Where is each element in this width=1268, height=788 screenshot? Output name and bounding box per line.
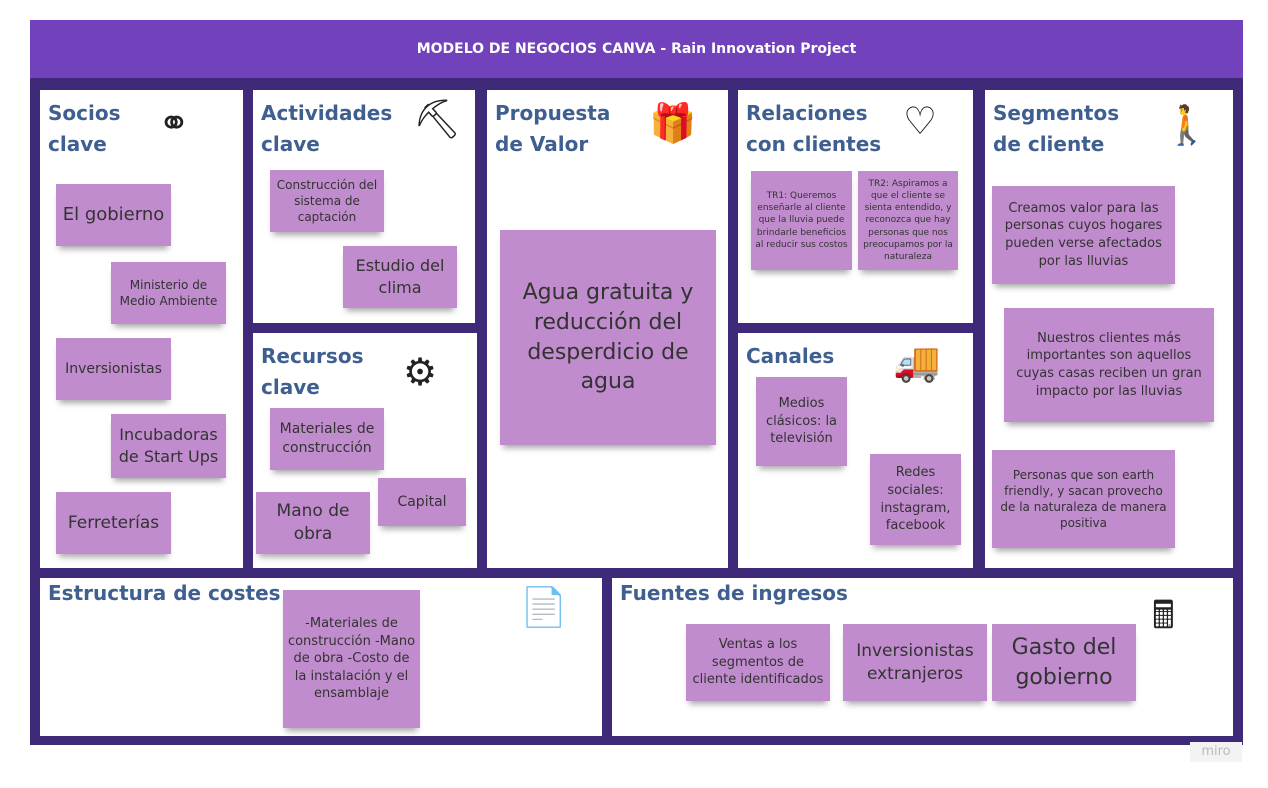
sticky-note[interactable]: Estudio del clima [343,246,457,308]
miro-watermark: miro [1190,742,1242,762]
panel-title: Canales [746,344,835,368]
chain-rings-icon: ⚭ [158,101,190,145]
sticky-note[interactable]: Nuestros clientes más importantes son aq… [1004,308,1214,422]
panel-title: Fuentes de ingresos [620,581,848,605]
panel-title: Estructura de costes [48,581,281,605]
heart-icon: ♡ [903,99,938,143]
panel-title: Relaciones con clientes [746,101,882,156]
sticky-note[interactable]: Inversionistas extranjeros [843,624,987,701]
panel-socios-clave: Socios clave ⚭ [40,90,243,568]
sticky-note[interactable]: Agua gratuita y reducción del desperdici… [500,230,716,445]
panel-title: Segmentos de cliente [993,101,1120,156]
cash-register-icon: 🖩 [1152,593,1175,637]
sticky-note[interactable]: -Materiales de construcción -Mano de obr… [283,590,420,728]
board-title: MODELO DE NEGOCIOS CANVA - Rain Innovati… [416,41,857,57]
board-header: MODELO DE NEGOCIOS CANVA - Rain Innovati… [30,20,1243,78]
sticky-note[interactable]: TR2: Aspiramos a que el cliente se sient… [858,171,958,270]
sticky-note[interactable]: Incubadoras de Start Ups [111,414,226,478]
sticky-note[interactable]: Redes sociales: instagram, facebook [870,454,961,545]
panel-title: Socios clave [48,101,121,156]
sticky-note[interactable]: Ventas a los segmentos de cliente identi… [686,624,830,701]
worker-icon: ⛏ [413,97,462,141]
sticky-note[interactable]: Ministerio de Medio Ambiente [111,262,226,324]
gift-icon: 🎁 [649,101,697,145]
sticky-note[interactable]: Mano de obra [256,492,370,554]
panel-title: Recursos clave [261,344,364,399]
document-icon: 📄 [520,585,568,629]
sticky-note[interactable]: Creamos valor para las personas cuyos ho… [992,186,1175,284]
panel-title: Actividades clave [261,101,393,156]
sticky-note[interactable]: Materiales de construcción [270,408,384,470]
worker-machine-icon: ⚙ [403,350,438,394]
sticky-note[interactable]: Ferreterías [56,492,171,554]
panel-title: Propuesta de Valor [495,101,611,156]
sticky-note[interactable]: Inversionistas [56,338,171,400]
truck-icon: 🚚 [893,340,941,384]
person-icon: 🚶 [1163,103,1211,147]
sticky-note[interactable]: Construcción del sistema de captación [270,170,384,232]
sticky-note[interactable]: TR1: Queremos enseñarle al cliente que l… [751,171,852,270]
sticky-note[interactable]: Personas que son earth friendly, y sacan… [992,450,1175,548]
sticky-note[interactable]: Capital [378,478,466,526]
sticky-note[interactable]: El gobierno [56,184,171,246]
sticky-note[interactable]: Gasto del gobierno [992,624,1136,701]
sticky-note[interactable]: Medios clásicos: la televisión [756,377,847,466]
